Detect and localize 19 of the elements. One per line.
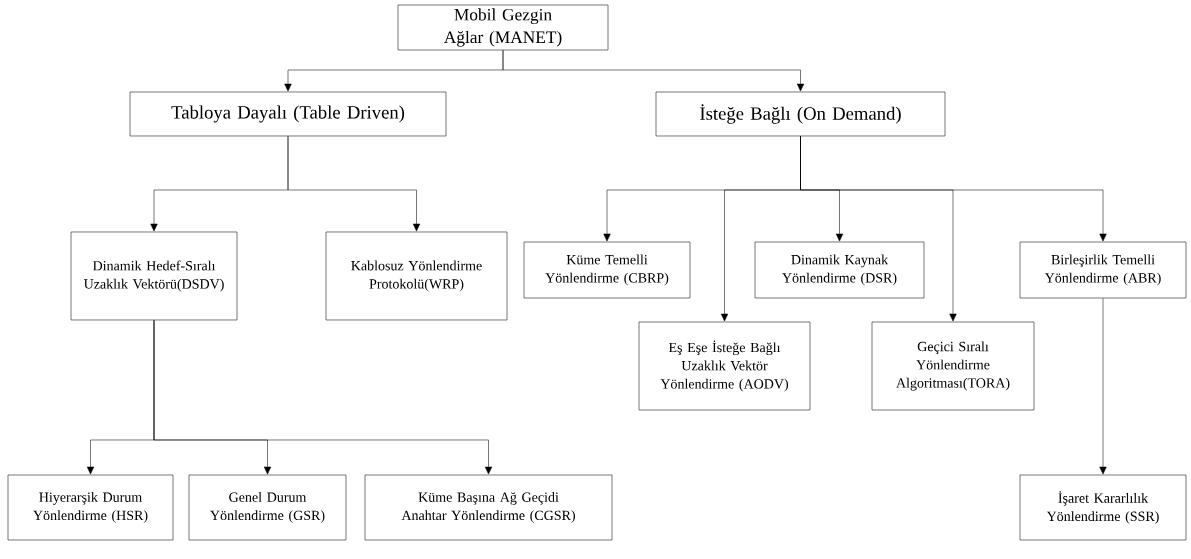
process-box: Kablosuz Yönlendirme Protokolü(WRP) (325, 231, 508, 321)
process-box: Mobil Gezgin Ağlar (MANET) (397, 4, 609, 51)
arrow (1099, 298, 1107, 475)
process-box: Geçici Sıralı Yönlendirme Algoritması(TORA) (871, 321, 1035, 411)
process-box: Hiyerarşik Durum Yönlendirme (HSR) (7, 474, 174, 541)
process-box: İşaret Kararlılık Yönlendirme (SSR) (1019, 474, 1187, 541)
process-box: Dinamik Hedef-Sıralı Uzaklık Vektörü(DSDV) (70, 231, 238, 321)
process-box: Birleşirlik Temelli Yönlendirme (ABR) (1019, 241, 1187, 299)
arrow (153, 320, 493, 475)
process-box: Eş Eşe İsteğe Bağlı Uzaklık Vektör Yönlendirme (AODV) (638, 321, 811, 411)
arrow (502, 50, 805, 92)
process-box: Dinamik Kaynak Yönlendirme (DSR) (754, 241, 925, 299)
process-box: Tabloya Dayalı (Table Driven) (129, 91, 447, 137)
process-box: Küme Temelli Yönlendirme (CBRP) (523, 241, 691, 299)
process-box: İsteğe Bağlı (On Demand) (655, 91, 946, 137)
process-box: Genel Durum Yönlendirme (GSR) (188, 474, 347, 541)
arrow (800, 136, 1107, 242)
process-box: Küme Başına Ağ Geçidi Anahtar Yönlendirme (CGSR) (364, 474, 613, 541)
arrow (287, 136, 421, 232)
